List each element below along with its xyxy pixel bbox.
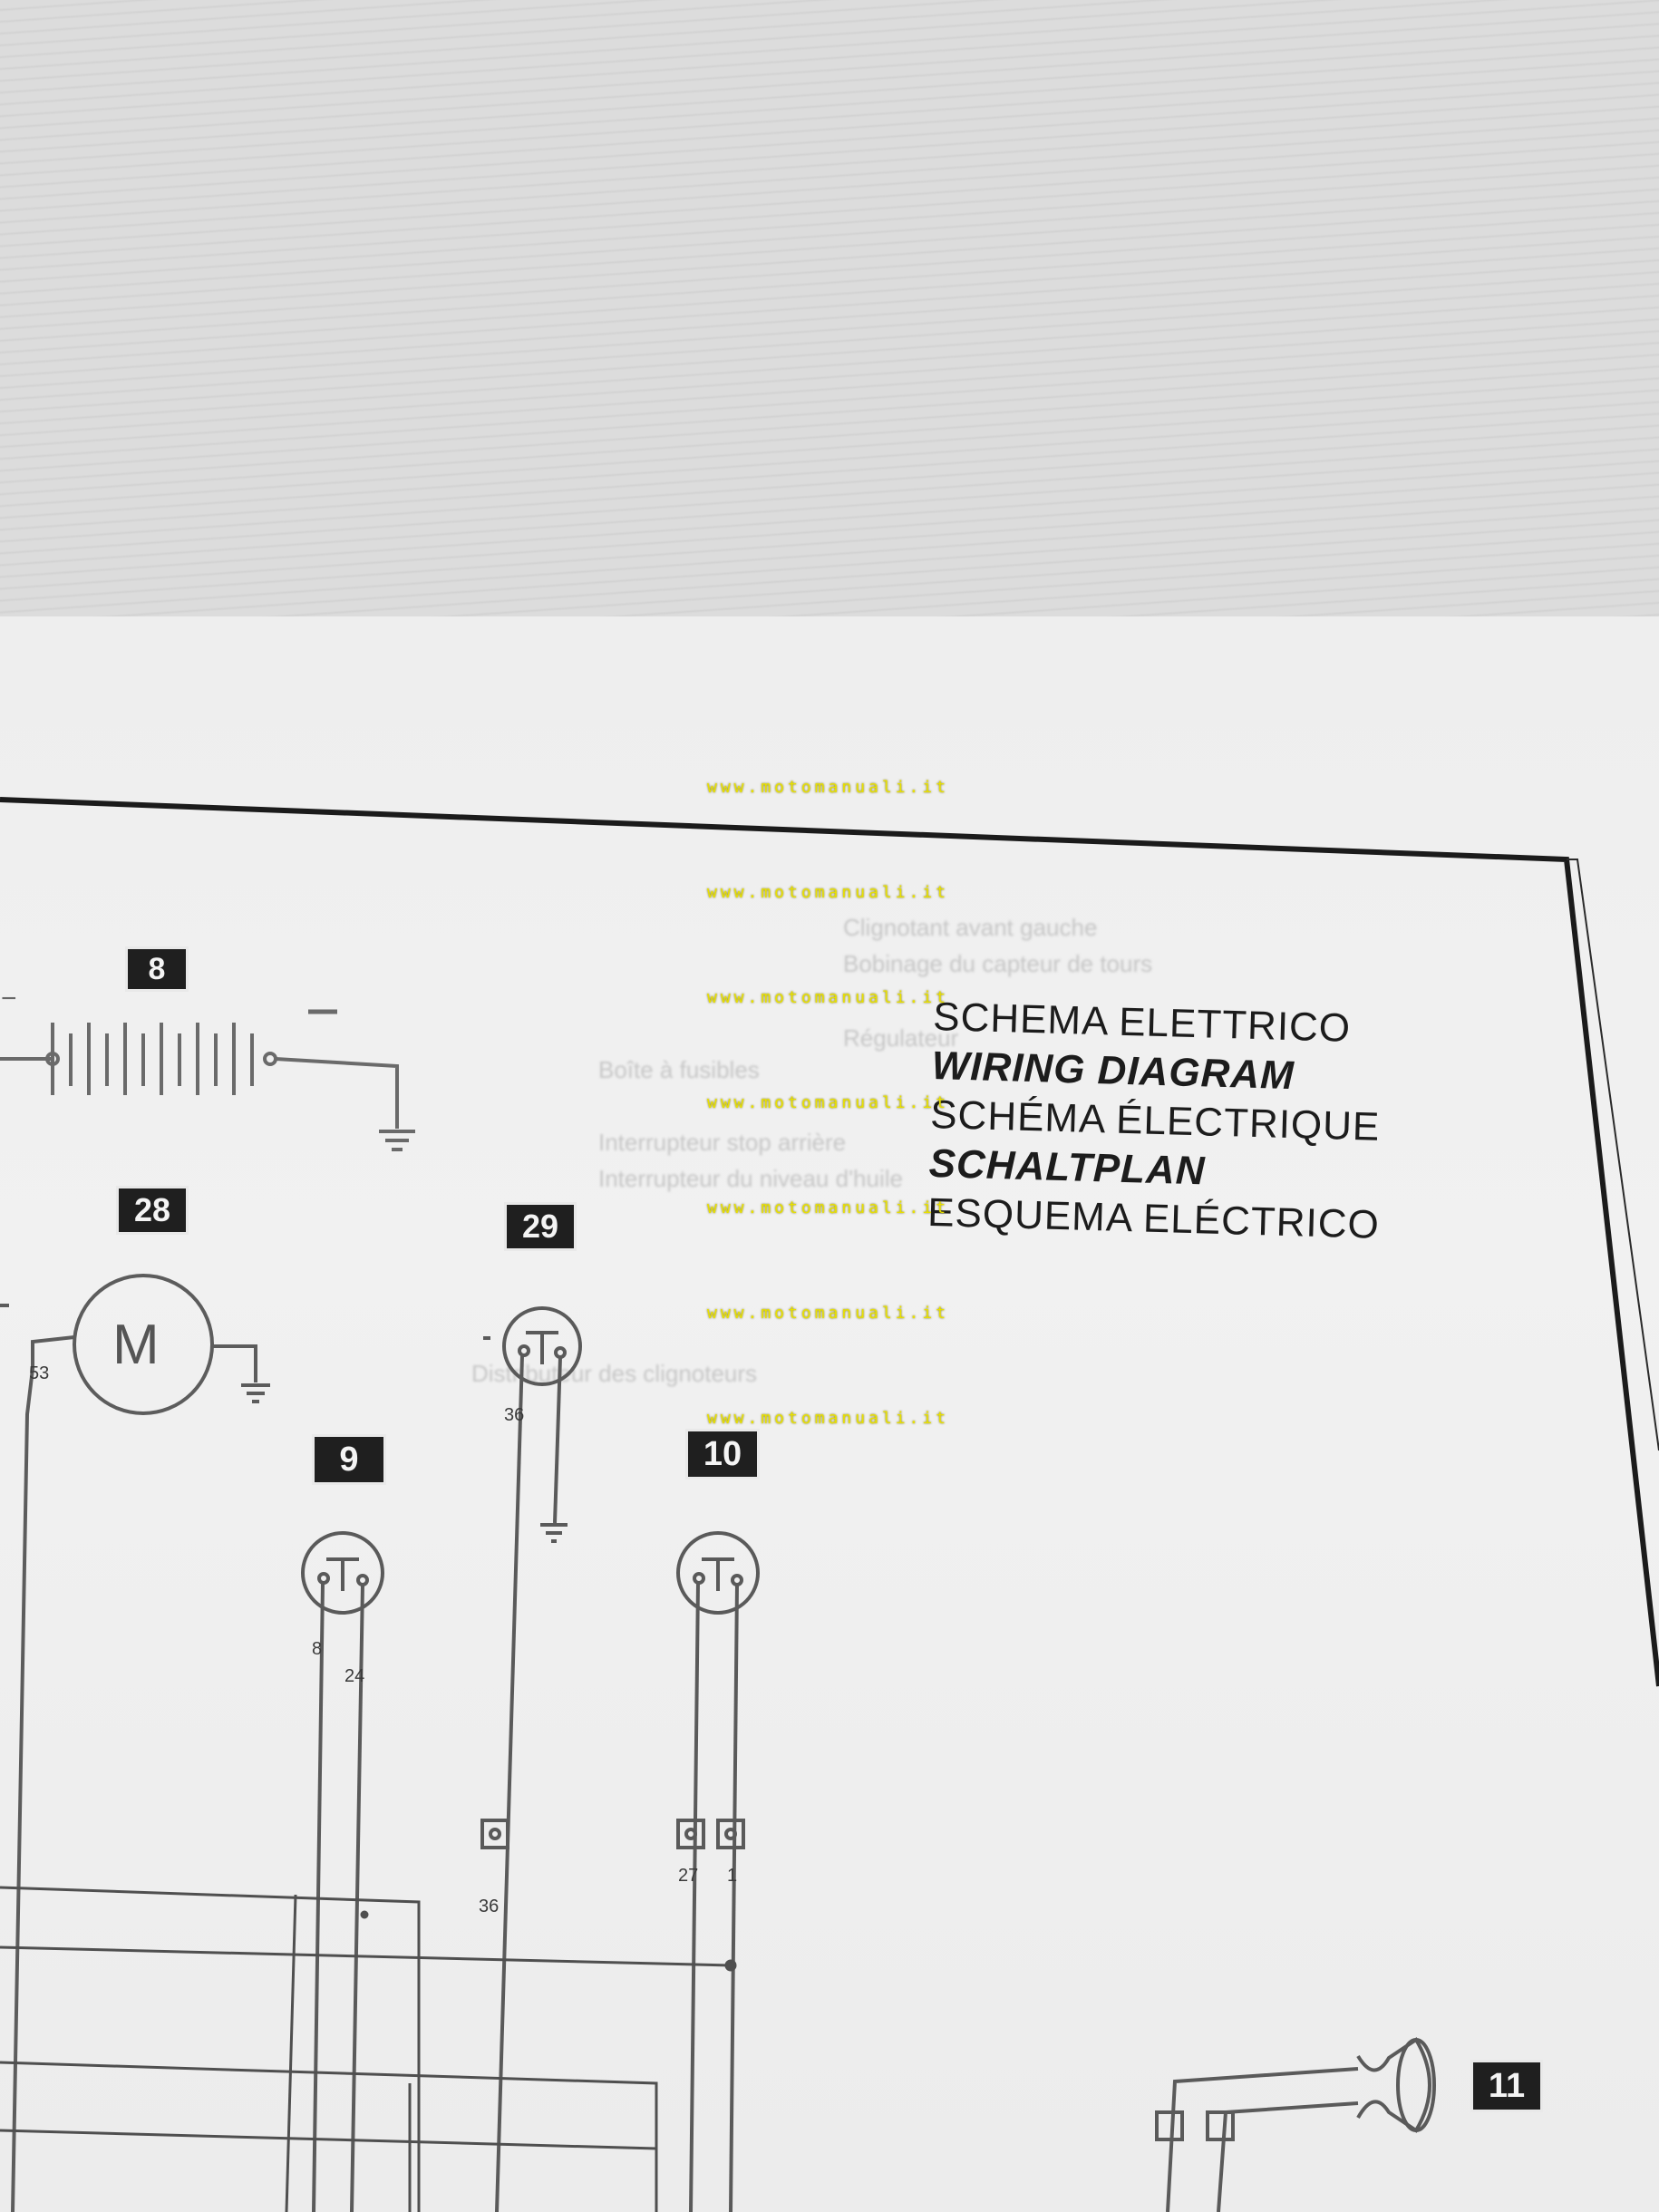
- watermark-5: www.motomanuali.it: [707, 1198, 950, 1218]
- wire-label-36-bottom: 36: [479, 1897, 500, 1916]
- component-number-28: 28: [116, 1186, 189, 1235]
- wire-label-8: 8: [312, 1639, 323, 1659]
- component-number-29: 29: [504, 1202, 577, 1251]
- switch-9-symbol: [301, 1531, 384, 2212]
- component-number-8: 8: [125, 946, 189, 992]
- watermark-7: www.motomanuali.it: [707, 1409, 950, 1428]
- watermark-6: www.motomanuali.it: [707, 1304, 950, 1323]
- ghost-text-3: Régulateur: [843, 1024, 959, 1052]
- diagram-frame: [0, 797, 1659, 1687]
- watermark-3: www.motomanuali.it: [707, 988, 950, 1007]
- watermark-1: www.motomanuali.it: [707, 778, 950, 797]
- harness-lines: [0, 1886, 737, 2212]
- watermark-2: www.motomanuali.it: [707, 883, 950, 902]
- component-number-9: 9: [312, 1434, 386, 1485]
- switch-10-symbol: [676, 1531, 760, 2212]
- motor-letter: M: [112, 1314, 160, 1376]
- component-number-10: 10: [685, 1429, 760, 1480]
- switch-29-symbol: [480, 1306, 582, 2212]
- watermark-4: www.motomanuali.it: [707, 1093, 950, 1112]
- wire-label-27: 27: [678, 1866, 699, 1886]
- wire-label-53: 53: [29, 1363, 50, 1383]
- wire-label-36-top: 36: [504, 1405, 525, 1425]
- manual-page: [0, 616, 1659, 2212]
- ghost-text-5: Interrupteur stop arrière: [598, 1129, 847, 1156]
- battery-minus-sign: −: [1, 984, 17, 1014]
- component-number-11: 11: [1470, 2060, 1543, 2112]
- diagram-title-block: SCHEMA ELETTRICO WIRING DIAGRAM SCHÉMA É…: [927, 993, 1385, 1250]
- battery-symbol: [0, 1009, 415, 1151]
- horn-11-symbol: [1155, 2037, 1436, 2212]
- ghost-text-6: Interrupteur du niveau d'huile: [598, 1165, 903, 1192]
- ghost-text-2: Bobinage du capteur de tours: [843, 950, 1153, 977]
- ghost-text-1: Clignotant avant gauche: [843, 914, 1098, 941]
- diagram-frame-inner: [1567, 859, 1659, 1451]
- ghost-text-4: Boîte à fusibles: [598, 1056, 760, 1083]
- wire-label-1: 1: [727, 1866, 738, 1886]
- wire-label-24: 24: [344, 1666, 365, 1686]
- ghost-text-7: Distributeur des clignoteurs: [471, 1360, 758, 1387]
- motor-symbol: [0, 1274, 270, 2212]
